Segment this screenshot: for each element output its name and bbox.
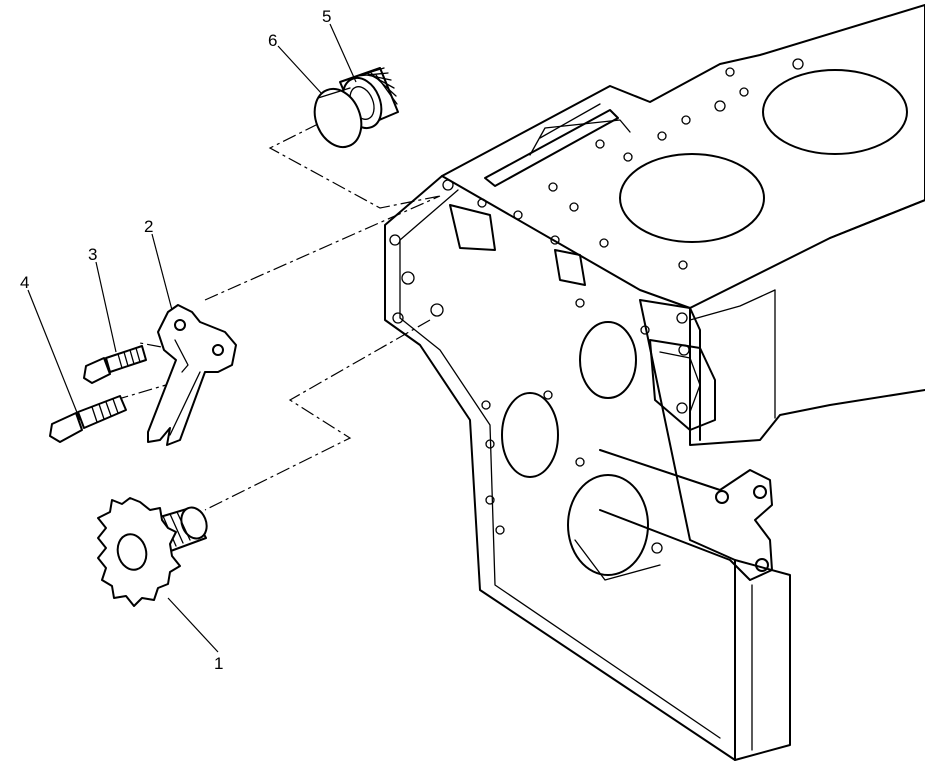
callout-1: 1 — [214, 654, 223, 673]
sprocket-part-1 — [97, 497, 208, 607]
callout-labels: 1 2 3 4 5 6 — [20, 7, 331, 673]
callout-4: 4 — [20, 273, 29, 292]
callout-3: 3 — [88, 245, 97, 264]
housing-opening-middle — [501, 392, 559, 478]
callout-2: 2 — [144, 217, 153, 236]
idler-bracket-part-2 — [147, 304, 237, 446]
assembly-centerlines — [114, 123, 441, 511]
engine-block — [384, 4, 925, 761]
bolt-part-3 — [83, 345, 147, 384]
cylinder-bore-rear — [762, 69, 908, 155]
callout-5: 5 — [322, 7, 331, 26]
callout-6: 6 — [268, 31, 277, 50]
leader-lines — [27, 23, 357, 653]
cap-part-6 — [313, 87, 363, 149]
bolt-holes — [389, 58, 804, 554]
housing-opening-lower — [567, 474, 649, 576]
cylinder-bore-front — [619, 153, 765, 243]
housing-opening-upper — [579, 321, 637, 399]
bolt-part-4 — [49, 395, 127, 443]
